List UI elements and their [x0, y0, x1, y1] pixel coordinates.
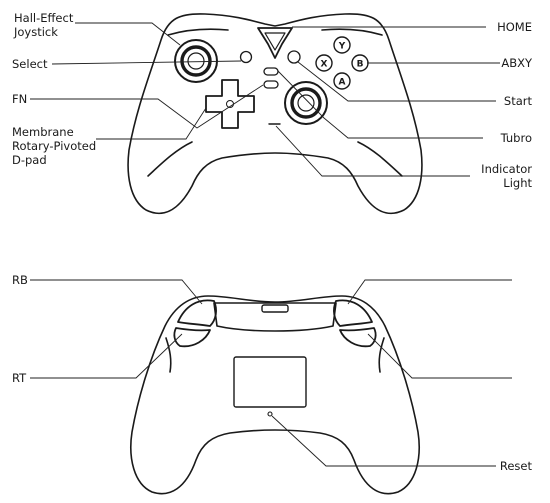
label-reset: Reset: [499, 459, 532, 473]
front-lower-contour-left: [147, 141, 193, 177]
front-inner-contour-left: [167, 28, 229, 36]
label-select: Select: [12, 57, 48, 71]
rb-bumper-right[interactable]: [333, 299, 373, 327]
leader-select: [51, 60, 242, 65]
back-controller: [130, 295, 420, 495]
label-fn: FN: [12, 92, 28, 106]
x-button[interactable]: [315, 54, 333, 72]
rt-trigger-right[interactable]: [339, 327, 377, 348]
front-controller: [127, 13, 423, 214]
label-hall-effect-joystick: Hall-Effect Joystick: [14, 11, 74, 39]
leader-turbo: [277, 70, 483, 139]
leader-joystick: [75, 22, 181, 46]
label-rb: RB: [12, 273, 28, 287]
y-button[interactable]: [333, 36, 351, 54]
leader-rt-right: [367, 333, 512, 379]
leader-dpad: [96, 107, 207, 140]
back-contour-right: [378, 337, 385, 373]
left-joystick-cap[interactable]: [180, 45, 212, 77]
leader-rb-left: [30, 279, 203, 305]
reset-hole[interactable]: [267, 411, 273, 417]
front-lower-contour-right: [357, 141, 403, 177]
a-button-label: A: [339, 78, 346, 88]
a-button[interactable]: [333, 72, 351, 90]
front-controller-body: [127, 13, 423, 214]
label-home: HOME: [497, 20, 532, 34]
left-joystick-center: [187, 52, 205, 70]
start-button[interactable]: [287, 50, 301, 64]
rt-trigger-left[interactable]: [173, 327, 211, 348]
back-panel: [233, 356, 307, 408]
label-start: Start: [503, 94, 532, 108]
label-indicator-light: Indicator Light: [481, 162, 532, 190]
label-turbo: Tubro: [500, 131, 532, 145]
leader-reset: [271, 415, 496, 467]
label-rt: RT: [12, 371, 27, 385]
leader-rt-left: [30, 333, 183, 379]
home-logo-inner: [264, 32, 286, 51]
dpad[interactable]: [205, 79, 255, 129]
leader-rb-right: [347, 279, 512, 305]
leader-start: [297, 61, 496, 102]
back-contour-left: [165, 337, 172, 373]
right-joystick-cap[interactable]: [290, 87, 322, 119]
back-controller-body: [130, 295, 420, 495]
b-button-label: B: [357, 60, 364, 70]
leader-fn: [30, 84, 264, 129]
usb-port: [261, 304, 289, 313]
label-abxy: ABXY: [501, 56, 532, 70]
x-button-label: X: [321, 60, 328, 70]
label-dpad: Membrane Rotary-Pivoted D-pad: [12, 125, 97, 167]
home-logo-icon[interactable]: [257, 27, 293, 59]
select-button[interactable]: [239, 50, 253, 64]
back-center-housing: [213, 302, 337, 332]
right-joystick-center: [297, 94, 315, 112]
y-button-label: Y: [338, 42, 346, 52]
right-joystick-ring: [284, 81, 328, 125]
leader-indicator: [275, 125, 470, 177]
rb-bumper-left[interactable]: [177, 299, 217, 327]
front-inner-contour-right: [321, 28, 383, 36]
fn-button[interactable]: [263, 80, 279, 89]
turbo-button[interactable]: [263, 67, 279, 76]
